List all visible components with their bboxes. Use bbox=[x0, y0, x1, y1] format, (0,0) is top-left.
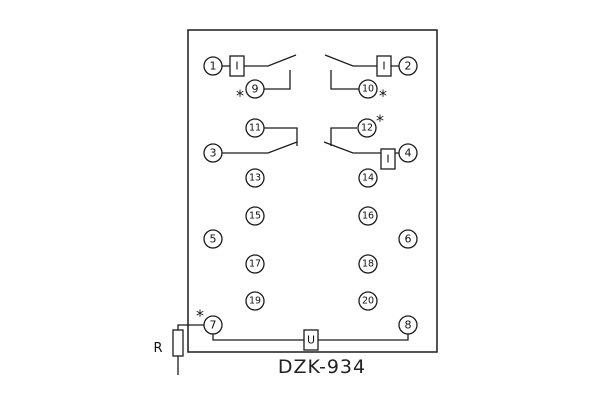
terminal-number: 13 bbox=[249, 173, 261, 184]
terminal-5 bbox=[203, 229, 223, 249]
terminal-20 bbox=[358, 291, 378, 311]
terminal-1 bbox=[203, 56, 223, 76]
terminal-number: 15 bbox=[249, 211, 261, 222]
terminal-number: 1 bbox=[210, 60, 217, 73]
terminal-number: 16 bbox=[362, 211, 374, 222]
terminal-11 bbox=[245, 118, 265, 138]
terminal-9 bbox=[245, 79, 265, 99]
terminal-12 bbox=[357, 118, 377, 138]
terminal-number: 20 bbox=[362, 296, 374, 307]
terminal-8 bbox=[398, 315, 418, 335]
device-outline bbox=[187, 29, 438, 353]
terminal-number: 4 bbox=[405, 147, 412, 160]
resistor-symbol bbox=[172, 329, 184, 357]
terminal-6 bbox=[398, 229, 418, 249]
terminal-14 bbox=[358, 168, 378, 188]
terminal-15 bbox=[245, 206, 265, 226]
voltage-coil-box bbox=[303, 329, 319, 351]
wiring bbox=[177, 54, 409, 375]
model-label: DZK-934 bbox=[278, 356, 366, 378]
terminal-number: 3 bbox=[210, 147, 217, 160]
terminal-18 bbox=[358, 254, 378, 274]
asterisk-marker: * bbox=[236, 86, 244, 105]
coil-label: U bbox=[307, 334, 315, 347]
terminal-number: 5 bbox=[210, 233, 217, 246]
current-coil-box bbox=[229, 55, 245, 77]
terminal-3 bbox=[203, 143, 223, 163]
terminal-number: 11 bbox=[249, 123, 261, 134]
asterisk-marker: * bbox=[379, 86, 387, 105]
terminal-number: 10 bbox=[362, 84, 374, 95]
terminal-16 bbox=[358, 206, 378, 226]
terminal-number: 2 bbox=[405, 60, 412, 73]
terminal-number: 6 bbox=[405, 233, 412, 246]
terminal-13 bbox=[245, 168, 265, 188]
terminal-number: 8 bbox=[405, 319, 412, 332]
terminal-number: 12 bbox=[361, 123, 373, 134]
terminal-7 bbox=[203, 315, 223, 335]
coil-label: I bbox=[382, 60, 385, 73]
terminal-2 bbox=[398, 56, 418, 76]
current-coil-box bbox=[380, 148, 396, 170]
terminal-number: 14 bbox=[362, 173, 374, 184]
asterisk-marker: * bbox=[196, 306, 204, 325]
current-coil-box bbox=[376, 55, 392, 77]
resistor-label: R bbox=[153, 341, 162, 356]
terminal-number: 19 bbox=[249, 296, 261, 307]
coil-label: I bbox=[386, 153, 389, 166]
terminal-number: 18 bbox=[362, 259, 374, 270]
terminal-number: 7 bbox=[210, 319, 217, 332]
terminal-17 bbox=[245, 254, 265, 274]
terminal-10 bbox=[358, 79, 378, 99]
terminal-number: 17 bbox=[249, 259, 261, 270]
coil-label: I bbox=[235, 60, 238, 73]
terminal-4 bbox=[398, 143, 418, 163]
terminal-19 bbox=[245, 291, 265, 311]
terminal-number: 9 bbox=[252, 83, 259, 96]
asterisk-marker: * bbox=[376, 111, 384, 130]
